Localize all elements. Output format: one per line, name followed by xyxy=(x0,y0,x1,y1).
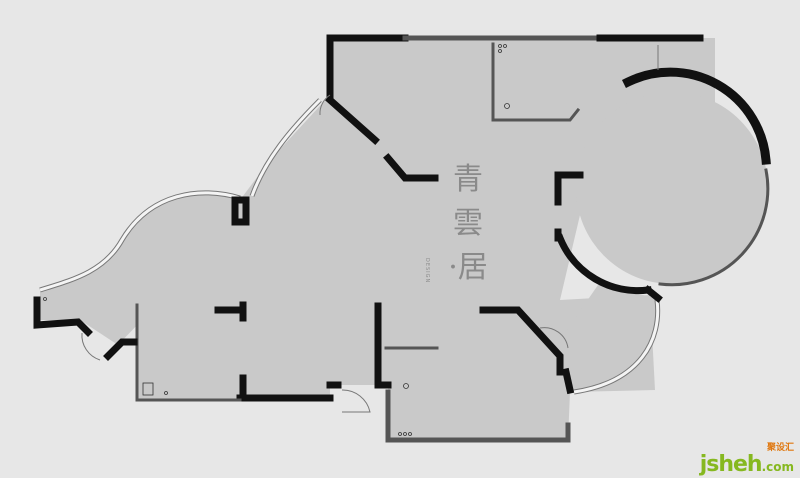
watermark-chinese: 聚设汇 xyxy=(766,443,794,453)
logo-char-1: 青 xyxy=(453,162,483,197)
arc-room-floor xyxy=(560,285,657,390)
design-logo: 青 雲 ·居 DESIGN xyxy=(424,158,498,290)
logo-char-3: ·居 xyxy=(448,250,488,285)
door-swings xyxy=(81,45,659,413)
watermark-suffix: .com xyxy=(761,460,794,474)
left-bulb-floor xyxy=(40,191,240,345)
logo-subtitle: DESIGN xyxy=(424,258,430,284)
floor-areas xyxy=(40,38,768,440)
logo-char-2: 雲 xyxy=(453,206,483,241)
round-room-floor xyxy=(576,92,768,284)
watermark: 聚设汇 jsheh.com xyxy=(700,443,794,476)
watermark-main: jsheh xyxy=(699,452,763,477)
watermark-domain: jsheh.com xyxy=(700,454,794,476)
windows xyxy=(39,98,661,395)
fixtures xyxy=(43,44,510,436)
small-room-floor xyxy=(137,305,240,400)
walls xyxy=(33,34,771,443)
